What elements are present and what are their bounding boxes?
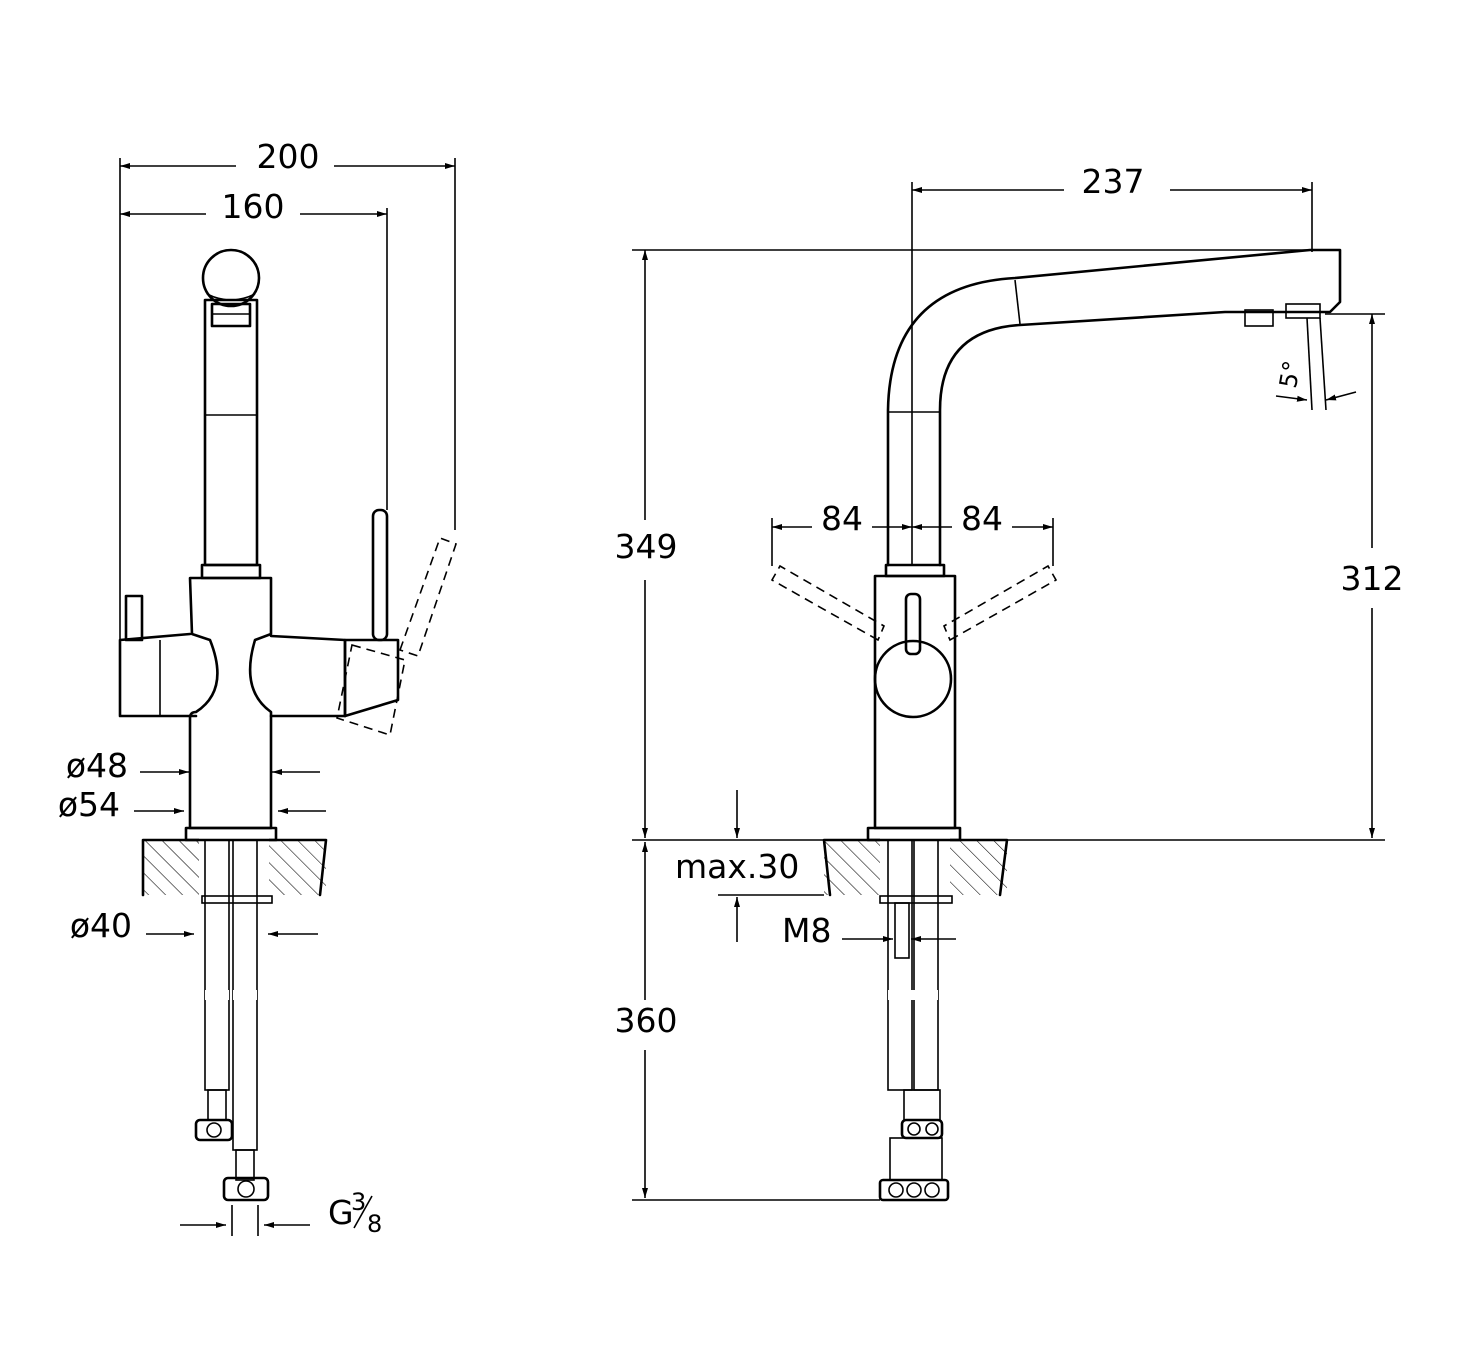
side-dimensions (632, 182, 1385, 1201)
front-view: 200 160 ø48 ø54 ø40 G 3 8 (58, 137, 458, 1238)
dim-lever-right: 84 (961, 499, 1003, 538)
thread-numerator: 3 (351, 1188, 366, 1216)
dim-max-counter: max.30 (675, 847, 799, 886)
dim-dia-shank: ø40 (70, 906, 132, 945)
dim-hose-length: 360 (615, 1001, 678, 1040)
dim-spout-angle: 5° (1274, 359, 1306, 391)
side-counter (822, 838, 1009, 898)
dim-height-total: 349 (615, 527, 678, 566)
front-counter (141, 838, 328, 898)
thread-prefix: G (328, 1193, 354, 1232)
dim-height-outlet: 312 (1341, 559, 1404, 598)
dim-dia-body-outer: ø54 (58, 785, 120, 824)
dim-width-lever: 160 (222, 187, 285, 226)
dim-lever-left: 84 (821, 499, 863, 538)
front-body (188, 576, 273, 830)
dim-thread: G 3 8 (328, 1188, 382, 1238)
dim-width-overall: 200 (257, 137, 320, 176)
dim-stud-thread: M8 (782, 911, 831, 950)
dim-spout-reach: 237 (1082, 162, 1145, 201)
side-spout (886, 248, 1342, 567)
thread-denominator: 8 (367, 1210, 382, 1238)
front-dimensions (119, 158, 456, 1236)
side-view: 237 349 312 84 84 5° max.30 M8 360 (615, 162, 1404, 1202)
dim-dia-body-inner: ø48 (66, 746, 128, 785)
